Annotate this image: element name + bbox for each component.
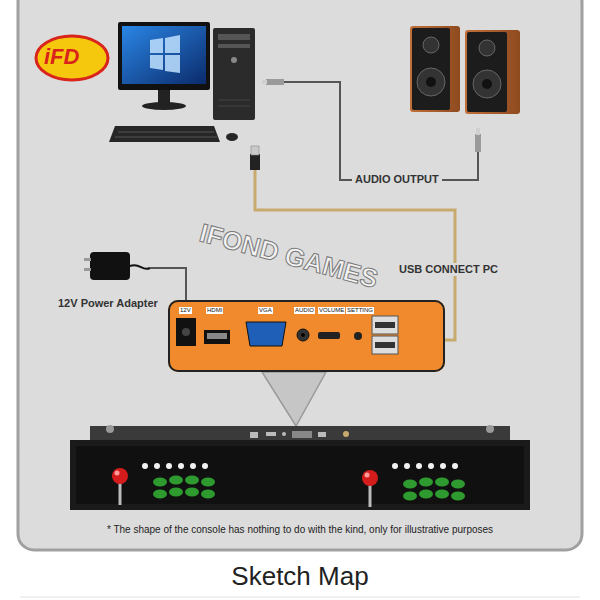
connection-label: AUDIO OUTPUT bbox=[352, 173, 442, 186]
port-label: VOLUME bbox=[318, 307, 345, 314]
connection-label: 12V Power Adapter bbox=[58, 297, 158, 310]
connection-label: USB CONNECT PC bbox=[396, 263, 501, 276]
speakers bbox=[410, 26, 520, 114]
port-label: AUDIO bbox=[294, 307, 315, 314]
watermark: IFOND GAMES bbox=[196, 219, 381, 295]
port-label: HDMI bbox=[206, 307, 223, 314]
port-label: 12V bbox=[179, 307, 192, 314]
arcade-console bbox=[70, 425, 530, 510]
port-label: VGA bbox=[258, 307, 273, 314]
logo bbox=[36, 36, 108, 80]
caption: Sketch Map bbox=[0, 562, 600, 592]
callout-pointer bbox=[262, 372, 326, 426]
io-panel bbox=[168, 300, 445, 372]
power-adapter bbox=[84, 252, 186, 300]
audio-cable bbox=[262, 79, 481, 180]
rule-line bbox=[20, 597, 580, 598]
background-panel bbox=[18, 0, 582, 550]
logo-text: iFD bbox=[44, 44, 79, 69]
computer bbox=[109, 22, 255, 142]
io-panel-box: 12V HDMI VGA AUDIOVOLUMESETTING bbox=[168, 300, 445, 372]
note-text: * The shape of the console has nothing t… bbox=[0, 524, 600, 536]
port-label: SETTING bbox=[346, 307, 374, 314]
